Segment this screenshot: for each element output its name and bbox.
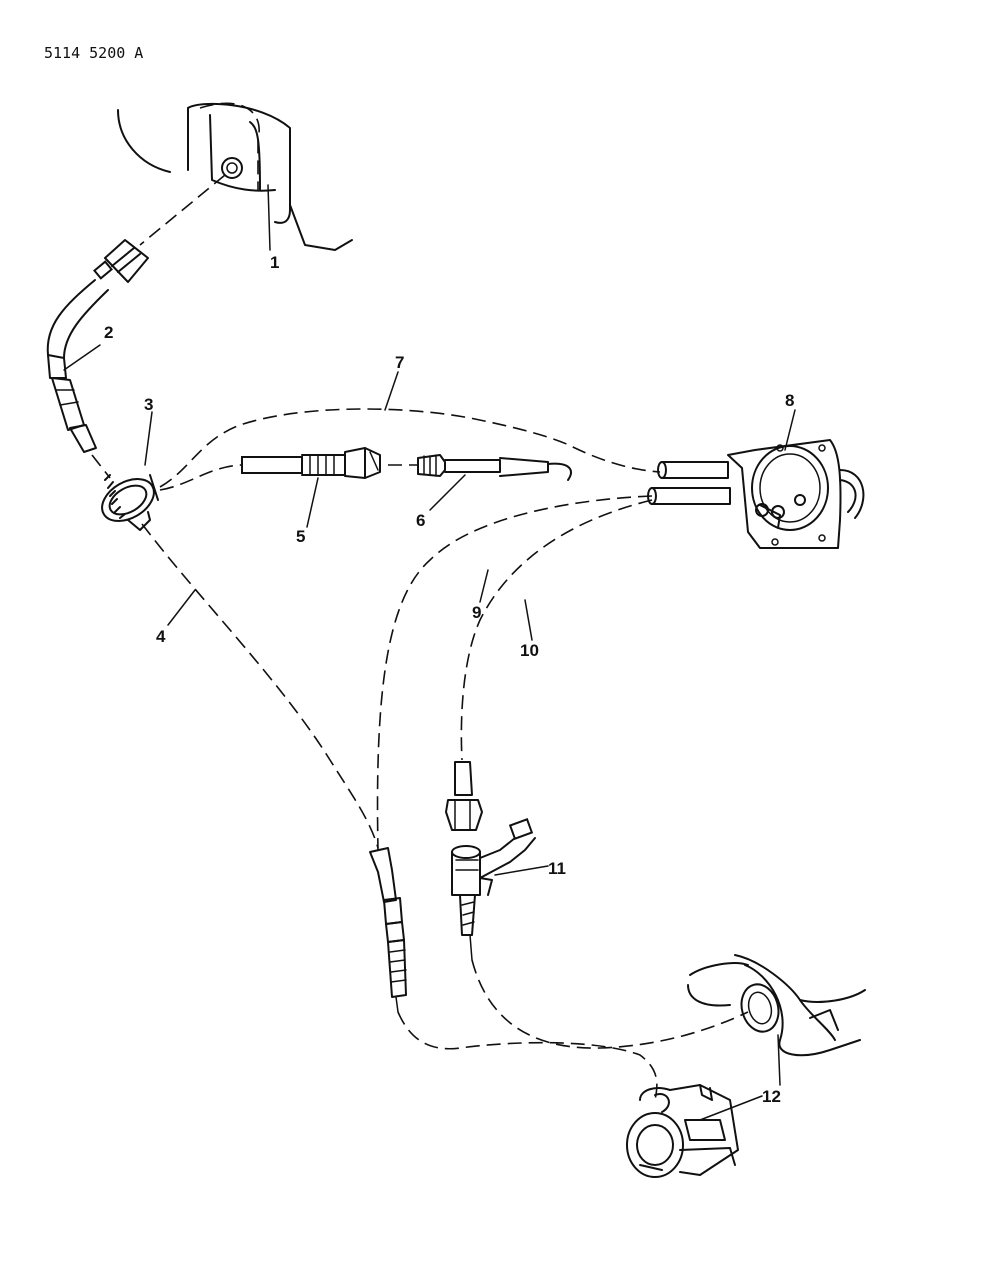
cable-10 [460, 499, 653, 761]
leader-3 [144, 411, 153, 466]
leader-5 [306, 477, 319, 528]
callout-2: 2 [104, 323, 113, 342]
callout-6: 6 [416, 511, 425, 530]
callout-7: 7 [395, 353, 404, 372]
callout-11: 11 [548, 859, 566, 878]
callout-9: 9 [472, 603, 481, 622]
cable-to-12b [471, 959, 749, 1049]
drawing-reference-code: 5114 5200 A [44, 44, 144, 62]
leader-9 [479, 569, 489, 603]
part-1-dash-panel [117, 102, 353, 251]
leader-10 [524, 599, 533, 641]
part-6-adapter [388, 454, 572, 481]
part-5-cable-adapter [159, 447, 381, 491]
leader-11 [494, 865, 549, 876]
callout-3: 3 [144, 395, 153, 414]
callout-4: 4 [156, 627, 166, 646]
leader-1-to-2 [139, 174, 226, 246]
cable-9 [376, 495, 653, 851]
leader-4 [167, 589, 196, 626]
lower-cable-adapter [369, 847, 407, 1013]
part-12-pinion-housing [626, 1084, 739, 1178]
part-2-upper-cable [46, 239, 149, 453]
cable-4 [141, 523, 379, 849]
callout-5: 5 [296, 527, 305, 546]
leader-12b [699, 1095, 763, 1121]
leader-8 [784, 409, 796, 451]
callout-1: 1 [270, 253, 279, 272]
cable-to-12a [397, 1011, 658, 1101]
callout-10: 10 [520, 641, 539, 660]
part-11-sensor [445, 761, 536, 961]
leader-7 [384, 371, 399, 411]
leader-12a [777, 1034, 781, 1086]
part-8-servo [647, 439, 865, 549]
cable-7 [159, 408, 661, 488]
callout-12: 12 [762, 1087, 781, 1106]
leader-6 [429, 474, 466, 511]
part-12-transmission-housing [687, 954, 866, 1057]
callout-8: 8 [785, 391, 794, 410]
part-3-grommet [91, 454, 159, 531]
